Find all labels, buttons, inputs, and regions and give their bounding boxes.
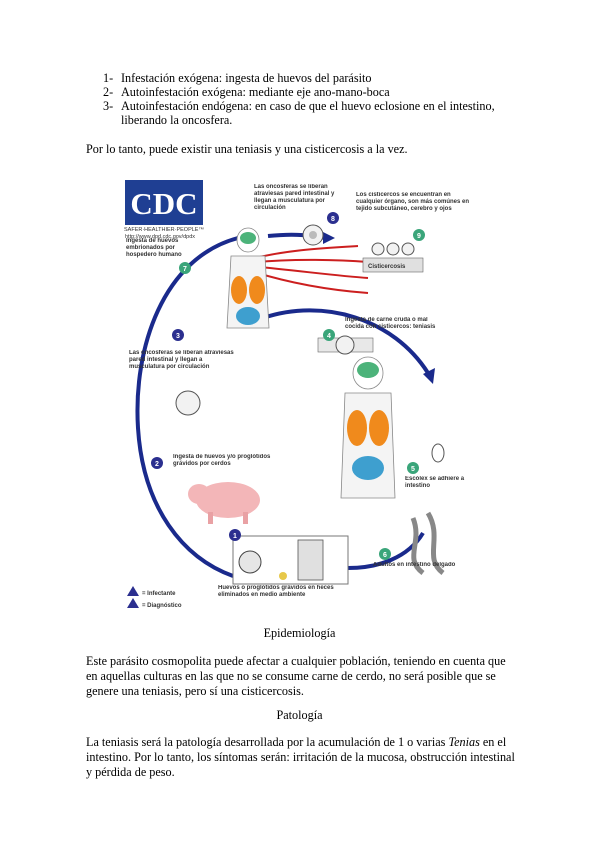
step5-label-box: Escólex se adhiere a intestino (405, 476, 465, 489)
step-markers: 1 2 3 4 5 6 7 8 9 (151, 212, 425, 560)
step4-label: Ingesta de carne cruda o mal cocida con … (345, 317, 436, 330)
legend-infectante: = Infectante (142, 591, 176, 597)
human-figure-top (226, 227, 270, 329)
step8-label-box: Las oncosferas se liberan atraviesas par… (254, 184, 335, 211)
list-number: 3- (103, 99, 114, 113)
patologia-text-end: en el intestino. Por lo tanto, los sínto… (86, 735, 515, 779)
step1-label: Huevos o proglótidos grávidos en heces e… (218, 585, 334, 598)
step5-label: Escólex se adhiere a intestino (405, 476, 465, 489)
figure-legend: = Infectante = Diagnóstico (127, 586, 182, 609)
step7-label-box: Ingesta de huevos embrionados por hosped… (126, 238, 182, 258)
svg-text:8: 8 (331, 216, 335, 223)
cdc-logo: CDC SAFER·HEALTHIER·PEOPLE™ (124, 180, 204, 233)
list-item: 1- Infestación exógena: ingesta de huevos… (103, 71, 533, 85)
step2-label-box: Ingesta de huevos y/o proglótidos grávid… (173, 454, 271, 467)
step2-label: Ingesta de huevos y/o proglótidos grávid… (173, 454, 271, 467)
step8-label: Las oncosferas se liberan atraviesas par… (254, 184, 335, 211)
step9-label: Los cisticercos se encuentran en cualqui… (356, 192, 470, 212)
list-text: Autoinfestación endógena: en caso de que… (121, 99, 495, 127)
svg-text:7: 7 (183, 266, 187, 273)
list-number: 2- (103, 85, 114, 99)
step6-label: Adultos en intestino delgado (373, 562, 456, 568)
list-text: Infestación exógena: ingesta de huevos d… (121, 71, 372, 85)
svg-text:3: 3 (176, 333, 180, 340)
list-number: 1- (103, 71, 114, 85)
svg-text:5: 5 (411, 466, 415, 473)
human-figure-right (340, 356, 396, 499)
patologia-paragraph: La teniasis será la patología desarrolla… (86, 735, 516, 780)
svg-text:2: 2 (155, 461, 159, 468)
step3-label: Las oncosferas se liberan atraviesas par… (129, 350, 234, 370)
cycle-arrow-right (262, 308, 430, 375)
cisticercosis-label: Cisticercosis (368, 264, 406, 270)
cdc-url: http://www.dpd.cdc.gov/dpdx (125, 234, 195, 240)
pig-illustration (188, 482, 260, 524)
step3-label-box: Las oncosferas se liberan atraviesas par… (129, 350, 234, 370)
list-item: 3- Autoinfestación endógena: en caso de q… (103, 99, 533, 127)
cdc-logo-tagline: SAFER·HEALTHIER·PEOPLE™ (124, 227, 204, 233)
legend-diagnostico: = Diagnóstico (142, 603, 182, 609)
patologia-taenia-italic: Tenias (448, 735, 480, 749)
patologia-text-start: La teniasis será la patología desarrolla… (86, 735, 449, 749)
svg-text:1: 1 (233, 533, 237, 540)
step7-label: Ingesta de huevos embrionados por hosped… (126, 238, 182, 258)
taenia-life-cycle-figure: CDC SAFER·HEALTHIER·PEOPLE™ http://www.d… (123, 178, 478, 610)
cdc-logo-text: CDC (130, 186, 197, 221)
step9-label-box: Los cisticercos se encuentran en cualqui… (356, 192, 470, 212)
step1-label-box: Huevos o proglótidos grávidos en heces e… (218, 585, 334, 598)
list-item: 2- Autoinfestación exógena: mediante eje … (103, 85, 533, 99)
epidemiologia-paragraph: Este parásito cosmopolita puede afectar … (86, 654, 506, 698)
list-text: Autoinfestación exógena: mediante eje an… (121, 85, 390, 99)
step6-label-box: Adultos en intestino delgado (373, 562, 456, 568)
heading-epidemiologia: Epidemiología (263, 626, 336, 640)
step4-label-box: Ingesta de carne cruda o mal cocida con … (345, 317, 436, 330)
svg-text:9: 9 (417, 233, 421, 240)
svg-text:6: 6 (383, 552, 387, 559)
svg-text:4: 4 (327, 333, 331, 340)
life-cycle-diagram: CDC SAFER·HEALTHIER·PEOPLE™ http://www.d… (123, 178, 478, 610)
infestation-list: 1- Infestación exógena: ingesta de huevos… (103, 71, 533, 127)
heading-patologia: Patología (276, 708, 323, 722)
conclusion-paragraph: Por lo tanto, puede existir una teniasis… (86, 142, 408, 156)
